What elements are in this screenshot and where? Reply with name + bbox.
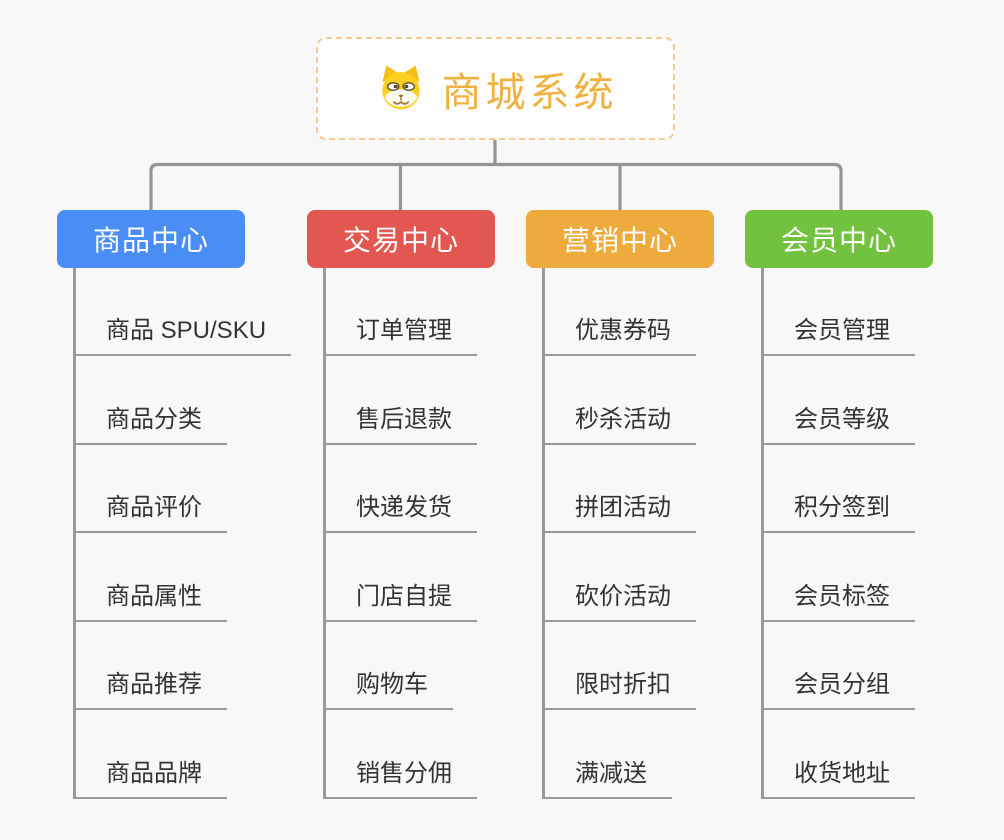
child-row: 优惠券码 — [545, 268, 696, 356]
child-row: 会员标签 — [764, 533, 915, 622]
child-node[interactable]: 商品品牌 — [76, 753, 227, 799]
child-row: 购物车 — [326, 622, 477, 710]
child-row: 商品分类 — [76, 356, 291, 445]
root-node[interactable]: 商城系统 — [316, 37, 675, 140]
child-node[interactable]: 快递发货 — [326, 487, 477, 533]
child-row: 限时折扣 — [545, 622, 696, 710]
child-node[interactable]: 销售分佣 — [326, 753, 477, 799]
child-node[interactable]: 满减送 — [545, 753, 672, 799]
child-row: 门店自提 — [326, 533, 477, 622]
child-row: 商品属性 — [76, 533, 291, 622]
child-node[interactable]: 会员管理 — [764, 310, 915, 356]
child-node[interactable]: 积分签到 — [764, 487, 915, 533]
child-row: 砍价活动 — [545, 533, 696, 622]
child-node[interactable]: 会员分组 — [764, 664, 915, 710]
child-row: 会员等级 — [764, 356, 915, 445]
child-row: 快递发货 — [326, 445, 477, 533]
child-node[interactable]: 会员标签 — [764, 576, 915, 622]
child-row: 秒杀活动 — [545, 356, 696, 445]
child-row: 销售分佣 — [326, 710, 477, 799]
child-node[interactable]: 限时折扣 — [545, 664, 696, 710]
child-node[interactable]: 商品分类 — [76, 399, 227, 445]
child-row: 会员管理 — [764, 268, 915, 356]
root-node-title: 商城系统 — [441, 70, 618, 115]
child-node[interactable]: 售后退款 — [326, 399, 477, 445]
branch-node-product-center[interactable]: 商品中心 — [57, 210, 245, 268]
child-row: 售后退款 — [326, 356, 477, 445]
dog-face-icon — [381, 64, 420, 109]
branch-node-member-center[interactable]: 会员中心 — [745, 210, 933, 268]
child-node[interactable]: 商品属性 — [76, 576, 227, 622]
branch-product-center: 商品中心 商品 SPU/SKU 商品分类 商品评价 商品属性 商品推荐 商品品牌 — [57, 210, 292, 799]
branch-children-trade-center: 订单管理 售后退款 快递发货 门店自提 购物车 销售分佣 — [323, 268, 477, 799]
child-node[interactable]: 订单管理 — [326, 310, 477, 356]
child-node[interactable]: 会员等级 — [764, 399, 915, 445]
child-node[interactable]: 秒杀活动 — [545, 399, 696, 445]
branch-children-marketing-center: 优惠券码 秒杀活动 拼团活动 砍价活动 限时折扣 满减送 — [542, 268, 696, 799]
child-node[interactable]: 门店自提 — [326, 576, 477, 622]
branch-node-trade-center[interactable]: 交易中心 — [307, 210, 495, 268]
child-node[interactable]: 砍价活动 — [545, 576, 696, 622]
branch-children-member-center: 会员管理 会员等级 积分签到 会员标签 会员分组 收货地址 — [761, 268, 915, 799]
child-node[interactable]: 商品 SPU/SKU — [76, 310, 292, 356]
child-row: 商品评价 — [76, 445, 291, 533]
child-node[interactable]: 优惠券码 — [545, 310, 696, 356]
branch-marketing-center: 营销中心 优惠券码 秒杀活动 拼团活动 砍价活动 限时折扣 满减送 — [526, 210, 714, 799]
child-node[interactable]: 商品推荐 — [76, 664, 227, 710]
child-row: 商品推荐 — [76, 622, 291, 710]
child-row: 积分签到 — [764, 445, 915, 533]
connector-bus-line — [149, 162, 843, 210]
branch-children-product-center: 商品 SPU/SKU 商品分类 商品评价 商品属性 商品推荐 商品品牌 — [73, 268, 292, 799]
branch-trade-center: 交易中心 订单管理 售后退款 快递发货 门店自提 购物车 销售分佣 — [307, 210, 495, 799]
child-node[interactable]: 收货地址 — [764, 753, 915, 799]
child-row: 商品品牌 — [76, 710, 291, 799]
branch-member-center: 会员中心 会员管理 会员等级 积分签到 会员标签 会员分组 收货地址 — [745, 210, 933, 799]
branch-node-marketing-center[interactable]: 营销中心 — [526, 210, 714, 268]
child-row: 会员分组 — [764, 622, 915, 710]
child-row: 满减送 — [545, 710, 696, 799]
child-node[interactable]: 拼团活动 — [545, 487, 696, 533]
child-row: 拼团活动 — [545, 445, 696, 533]
child-row: 订单管理 — [326, 268, 477, 356]
child-node[interactable]: 购物车 — [326, 664, 453, 710]
child-row: 收货地址 — [764, 710, 915, 799]
child-row: 商品 SPU/SKU — [76, 268, 292, 356]
child-node[interactable]: 商品评价 — [76, 487, 227, 533]
